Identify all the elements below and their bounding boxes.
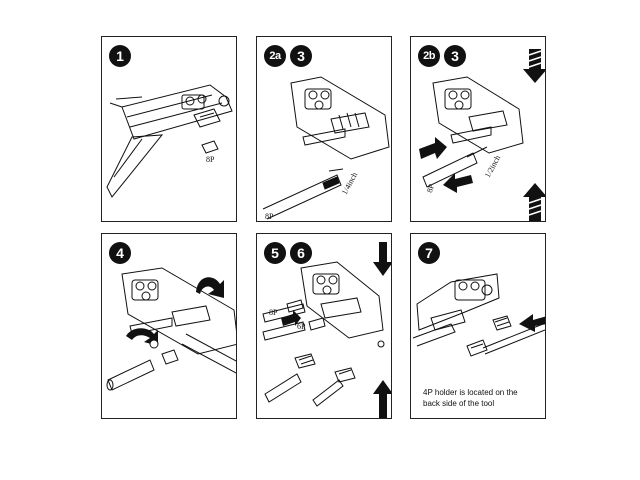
step-badges: 2b 3: [418, 45, 466, 67]
step-badges: 5 6: [264, 242, 312, 264]
step-number-badge: 3: [290, 45, 312, 67]
cable-strip-illustration: [262, 76, 390, 220]
cable-strip-illustration: [419, 49, 545, 221]
step-number-badge: 3: [444, 45, 466, 67]
step-badges: 7: [418, 242, 440, 264]
step-number-badge: 7: [418, 242, 440, 264]
note-line-1: 4P holder is located on the: [423, 388, 518, 397]
step-badges: 2a 3: [264, 45, 312, 67]
step-number-badge: 5: [264, 242, 286, 264]
crimp-tool-illustration: [106, 84, 233, 198]
plug-size-label: 8P: [206, 155, 215, 164]
step-panel-2a-3: 2a 3 1/4inch 8P: [256, 36, 392, 222]
step-number-badge: 2a: [264, 45, 286, 67]
step-panel-7: 7 4P holder is located on the back side …: [410, 233, 546, 419]
step-panel-2b-3: 2b 3 1/2inch 8P: [410, 36, 546, 222]
step-badges: 4: [109, 242, 131, 264]
plug-crimp-illustration: [262, 242, 391, 418]
plug-size-label-8p: 8P: [269, 308, 278, 317]
step-number-badge: 4: [109, 242, 131, 264]
step-panel-4: 4: [101, 233, 237, 419]
4p-holder-illustration: [412, 273, 545, 357]
step-panel-5-6: 5 6 8P 6P: [256, 233, 392, 419]
step-number-badge: 2b: [418, 45, 440, 67]
plug-size-label-6p: 6P: [297, 322, 306, 331]
die-change-illustration: [106, 267, 236, 391]
step-panel-1: 1 8P: [101, 36, 237, 222]
note-line-2: back side of the tool: [423, 399, 495, 408]
step-number-badge: 6: [290, 242, 312, 264]
plug-size-label: 8P: [265, 212, 274, 221]
step-badges: 1: [109, 45, 131, 67]
step-number-badge: 1: [109, 45, 131, 67]
holder-location-note: 4P holder is located on the back side of…: [423, 387, 541, 409]
